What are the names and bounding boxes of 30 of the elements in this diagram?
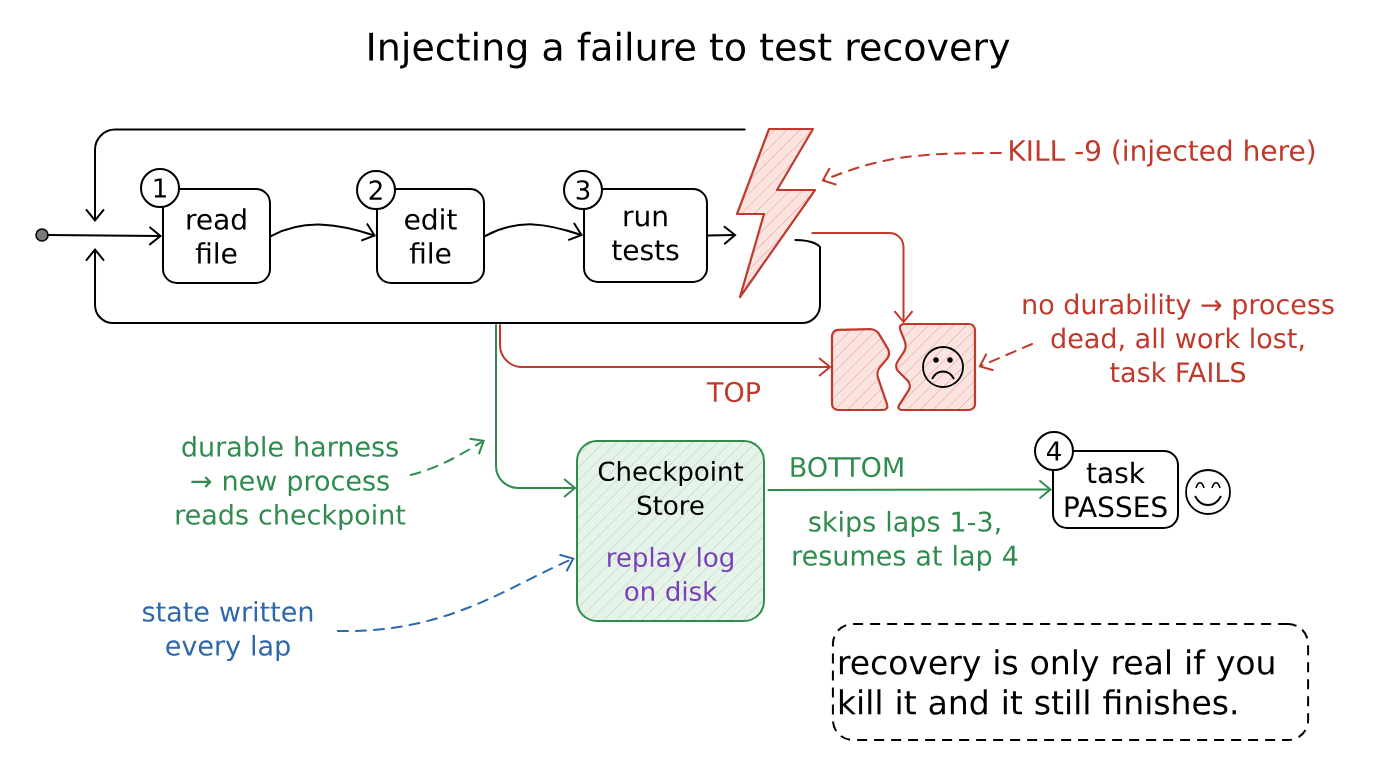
annotation: durable harness → new process reads checkpoint — [176, 435, 406, 531]
number-badge: 1 — [140, 168, 180, 208]
arrow — [47, 225, 162, 246]
dashed-arrow — [978, 343, 1034, 372]
dashed-arrow — [821, 152, 1002, 186]
arrow — [484, 222, 583, 242]
loop-arrow — [85, 128, 746, 222]
annotation: skips laps 1-3, resumes at lap 4 — [793, 510, 1018, 572]
arrow — [707, 225, 737, 246]
arrow — [811, 232, 914, 324]
dashed-arrow — [336, 553, 575, 632]
edge-label: TOP — [704, 378, 764, 406]
arrow — [767, 479, 1052, 500]
note-box: recovery is only real if you kill it and it still finishes. — [831, 623, 1310, 741]
arrow — [499, 324, 832, 377]
number-badge: 3 — [563, 170, 603, 210]
number-badge: 4 — [1034, 431, 1074, 471]
annotation: state written every lap — [143, 600, 313, 662]
edge-label: BOTTOM — [785, 453, 909, 481]
loop-arrow — [85, 239, 821, 324]
store-box: Checkpoint Store replay log on disk — [576, 440, 765, 622]
annotation: no durability → process dead, all work lost, task FAILS — [1023, 293, 1334, 383]
number-badge: 2 — [356, 170, 396, 210]
arrow — [495, 324, 577, 498]
title: Injecting a failure to test recovery — [369, 31, 1010, 69]
arrow — [270, 222, 376, 242]
dashed-arrow — [409, 437, 485, 476]
annotation: KILL -9 (injected here) — [1010, 139, 1315, 167]
lightning-bolt — [735, 127, 817, 299]
broken-box — [830, 322, 977, 412]
